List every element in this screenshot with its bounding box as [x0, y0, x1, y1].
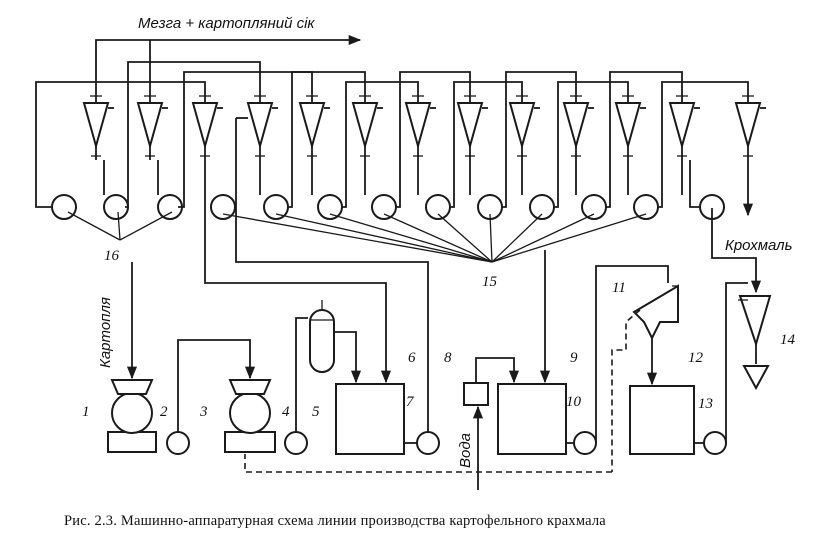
pump: [103, 194, 129, 220]
label-6: 6: [408, 350, 416, 366]
pipe: [554, 81, 629, 208]
leader-15: [491, 213, 543, 263]
label-4: 4: [282, 404, 290, 420]
label-1: 1: [82, 404, 90, 420]
pipe: [606, 71, 683, 208]
label-16: 16: [104, 248, 120, 264]
label-7: 7: [406, 394, 415, 410]
pipe: [396, 71, 471, 208]
label-15-leaders: [222, 213, 647, 263]
tank-12: [629, 385, 695, 455]
return-dashed-a: [611, 309, 641, 472]
pipe: [342, 81, 419, 208]
tank-9: [497, 383, 567, 455]
figure-caption: Рис. 2.3. Машинно-аппаратурная схема лин…: [64, 513, 606, 529]
water-box-8: [463, 382, 489, 406]
line-4-to-5: [295, 317, 308, 432]
line-2-to-3: [177, 339, 256, 432]
pipe: [288, 71, 366, 208]
pipe: [35, 81, 206, 208]
hydrocyclone: [298, 93, 330, 160]
grater-1: [107, 379, 157, 453]
leader-15: [275, 213, 493, 263]
pulp-output-label: Мезга + картопляний сік: [138, 15, 315, 32]
pump-2: [166, 431, 190, 455]
return-dashed-b: [244, 454, 612, 473]
hydrocyclone: [562, 93, 594, 160]
hydrocyclone: [614, 93, 646, 160]
starch-label: Крохмаль: [725, 237, 793, 254]
pump-7: [416, 431, 440, 455]
cyclone-pump-connections: [35, 61, 749, 208]
pipe: [125, 61, 261, 208]
hydrocyclone: [456, 93, 488, 160]
leader-15: [329, 213, 493, 263]
line-5-to-6: [334, 331, 362, 384]
hydrocyclone: [734, 93, 766, 160]
label-11: 11: [612, 280, 626, 296]
pump: [425, 194, 451, 220]
hydrocyclone: [191, 93, 223, 160]
line-to-14: [711, 208, 762, 294]
label-13: 13: [698, 396, 713, 412]
label-9: 9: [570, 350, 578, 366]
sieve-11: [632, 284, 679, 341]
hydrocyclone-14: [738, 295, 772, 391]
hydrocyclone: [404, 93, 436, 160]
potato-label: Картопля: [97, 297, 114, 368]
line-7-up: [235, 118, 429, 432]
label-10: 10: [566, 394, 582, 410]
label-12: 12: [688, 350, 704, 366]
line-13-up: [725, 282, 748, 443]
leader-15: [491, 213, 595, 263]
label-5: 5: [312, 404, 320, 420]
hydrocyclone: [136, 93, 168, 160]
pump: [371, 194, 397, 220]
hydrocyclone: [246, 93, 278, 160]
leader-15: [222, 213, 493, 263]
grater-3: [224, 379, 276, 453]
label-15: 15: [482, 274, 498, 290]
hydrocyclone: [668, 93, 700, 160]
pump: [581, 194, 607, 220]
pump: [317, 194, 343, 220]
pump: [633, 194, 659, 220]
label-3: 3: [199, 404, 208, 420]
hydrocyclone: [351, 93, 383, 160]
leader-15: [489, 213, 493, 263]
pipe: [658, 81, 749, 208]
hydrocyclone: [82, 93, 114, 160]
label-8: 8: [444, 350, 452, 366]
pump-10: [573, 431, 597, 455]
pump-row: [51, 194, 725, 220]
hydrocyclone-row: [82, 93, 766, 160]
water-label: Вода: [457, 433, 474, 468]
leader-15: [491, 213, 647, 263]
line-8-to-9: [475, 357, 520, 384]
pump: [51, 194, 77, 220]
label-14: 14: [780, 332, 796, 348]
label-16-leaders: [67, 211, 173, 241]
leader-15: [437, 213, 493, 263]
pipe: [450, 81, 523, 208]
pump: [210, 194, 236, 220]
label-2: 2: [160, 404, 168, 420]
pipe: [502, 71, 577, 208]
pump: [529, 194, 555, 220]
line-10-up: [595, 265, 669, 443]
hydrocyclone: [508, 93, 540, 160]
pump-13: [703, 431, 727, 455]
pipe: [178, 71, 313, 208]
pump-4: [284, 431, 308, 455]
tank-6: [335, 383, 405, 455]
separator-5: [309, 300, 335, 373]
pulp-output-line: [95, 34, 362, 93]
pipe: [689, 160, 700, 208]
leader-15: [383, 213, 493, 263]
line-to-tank-6: [204, 160, 392, 384]
